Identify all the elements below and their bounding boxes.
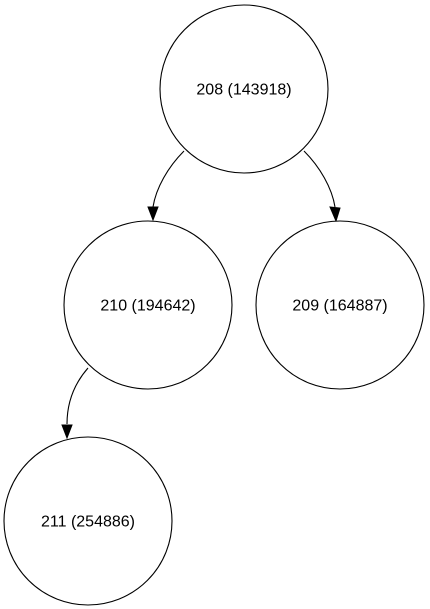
arrowhead-icon <box>147 206 159 222</box>
edge-210-211 <box>61 367 89 440</box>
node-label: 211 (254886) <box>41 514 135 531</box>
node-label: 209 (164887) <box>292 298 387 315</box>
node-label: 208 (143918) <box>196 82 291 99</box>
arrowhead-icon <box>329 206 341 223</box>
arrowhead-icon <box>61 424 73 440</box>
tree-node: 211 (254886) <box>3 436 173 606</box>
edge-208-209 <box>303 150 341 223</box>
node-circle <box>255 220 425 390</box>
node-label: 210 (194642) <box>100 298 195 315</box>
edge-208-210 <box>147 150 185 222</box>
tree-node: 210 (194642) <box>63 220 233 390</box>
node-circle <box>3 436 173 606</box>
tree-node: 208 (143918) <box>159 4 329 174</box>
node-circle <box>159 4 329 174</box>
tree-node: 209 (164887) <box>255 220 425 390</box>
node-circle <box>63 220 233 390</box>
